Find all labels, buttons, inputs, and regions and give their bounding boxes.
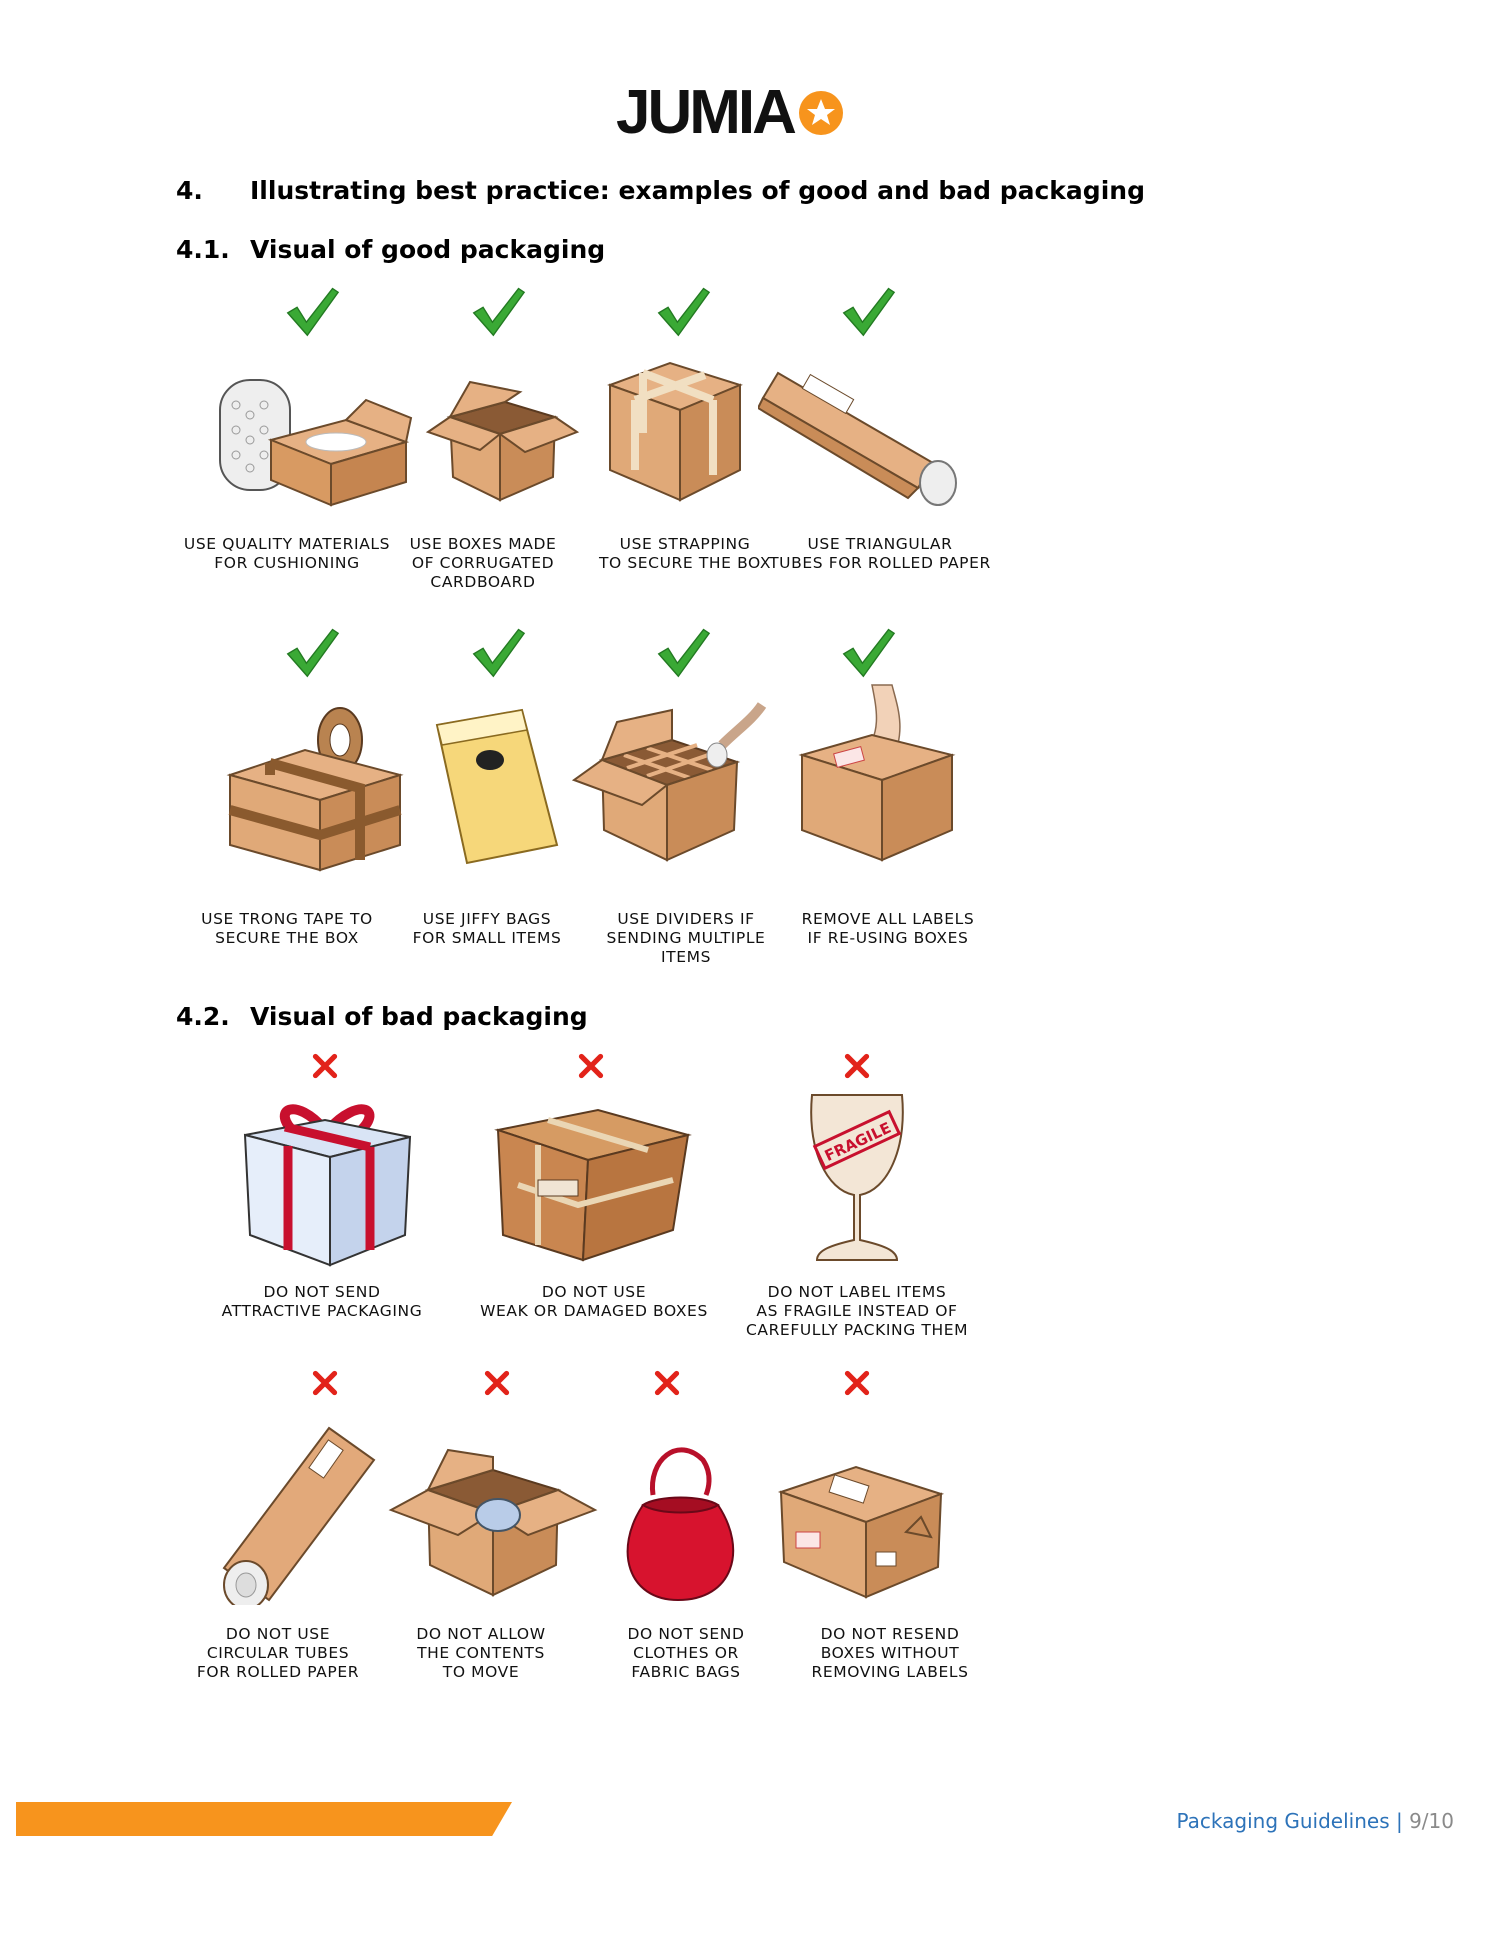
strapped-box-icon <box>607 361 743 502</box>
loose-contents-box-icon <box>388 1448 598 1597</box>
section-title: Visual of bad packaging <box>250 1002 588 1031</box>
check-icon <box>655 625 711 679</box>
damaged-box-icon <box>494 1108 692 1262</box>
fabric-bag-icon <box>626 1447 735 1602</box>
section-number: 4. <box>176 176 203 205</box>
bad-caption-3: DO NOT LABEL ITEMS AS FRAGILE INSTEAD OF… <box>745 1283 969 1339</box>
bad-caption-5: DO NOT ALLOW THE CONTENTS TO MOVE <box>416 1625 546 1681</box>
footer-separator: | <box>1395 1809 1403 1833</box>
good-caption-7: USE DIVIDERS IF SENDING MULTIPLE ITEMS <box>606 910 766 966</box>
circular-tube-icon <box>222 1426 376 1605</box>
good-caption-5: USE TRONG TAPE TO SECURE THE BOX <box>201 910 373 947</box>
open-box-icon <box>425 380 580 502</box>
fragile-glass-icon: FRAGILE <box>810 1094 904 1261</box>
gift-box-icon <box>243 1104 412 1267</box>
jumia-logo: JUMIA <box>616 82 844 144</box>
star-badge-icon <box>798 91 843 135</box>
section-title: Illustrating best practice: examples of … <box>250 176 1145 205</box>
cross-icon <box>844 1053 870 1079</box>
section-number: 4.2. <box>176 1002 230 1031</box>
check-icon <box>284 284 340 338</box>
check-icon <box>470 284 526 338</box>
footer-title: Packaging Guidelines <box>1176 1809 1390 1833</box>
good-caption-6: USE JIFFY BAGS FOR SMALL ITEMS <box>412 910 562 947</box>
bad-caption-4: DO NOT USE CIRCULAR TUBES FOR ROLLED PAP… <box>196 1625 360 1681</box>
footer: Packaging Guidelines | 9/10 <box>0 1809 1500 1833</box>
good-caption-2: USE BOXES MADE OF CORRUGATED CARDBOARD <box>409 535 557 591</box>
cross-icon <box>578 1053 604 1079</box>
bad-caption-7: DO NOT RESEND BOXES WITHOUT REMOVING LAB… <box>811 1625 969 1681</box>
section-heading-4: 4. Illustrating best practice: examples … <box>176 176 1176 210</box>
check-icon <box>655 284 711 338</box>
bad-caption-1: DO NOT SEND ATTRACTIVE PACKAGING <box>221 1283 423 1320</box>
section-heading-4-1: 4.1. Visual of good packaging <box>176 235 1076 269</box>
bad-caption-6: DO NOT SEND CLOTHES OR FABRIC BAGS <box>627 1625 745 1681</box>
bad-caption-2: DO NOT USE WEAK OR DAMAGED BOXES <box>480 1283 708 1320</box>
section-number: 4.1. <box>176 235 230 264</box>
check-icon <box>840 284 896 338</box>
cross-icon <box>312 1370 338 1396</box>
cross-icon <box>844 1370 870 1396</box>
jiffy-bag-icon <box>435 708 559 865</box>
footer-accent-bar <box>16 1802 512 1836</box>
cross-icon <box>312 1053 338 1079</box>
check-icon <box>470 625 526 679</box>
logo-text: JUMIA <box>616 78 797 147</box>
triangular-tube-icon <box>758 371 957 506</box>
section-heading-4-2: 4.2. Visual of bad packaging <box>176 1002 1076 1036</box>
cross-icon <box>654 1370 680 1396</box>
labelled-box-icon <box>777 1465 945 1599</box>
page-number: 9/10 <box>1409 1809 1454 1833</box>
good-caption-8: REMOVE ALL LABELS IF RE-USING BOXES <box>801 910 975 947</box>
label-removal-box-icon <box>798 684 956 862</box>
check-icon <box>840 625 896 679</box>
good-caption-1: USE QUALITY MATERIALS FOR CUSHIONING <box>183 535 391 572</box>
good-caption-3: USE STRAPPING TO SECURE THE BOX <box>598 535 772 572</box>
section-title: Visual of good packaging <box>250 235 606 264</box>
good-caption-4: USE TRIANGULAR TUBES FOR ROLLED PAPER <box>769 535 991 572</box>
check-icon <box>284 625 340 679</box>
cross-icon <box>484 1370 510 1396</box>
divider-box-icon <box>572 702 767 862</box>
taped-box-icon <box>226 707 404 872</box>
bubble-wrap-box-icon <box>219 379 413 507</box>
